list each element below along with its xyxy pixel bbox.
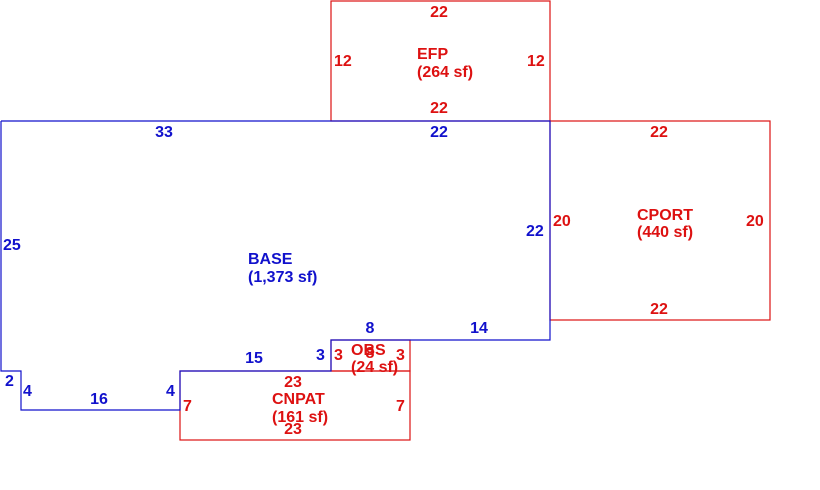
base-bottom-dim: 16 (90, 391, 108, 408)
base-step-left-dim: 15 (245, 350, 263, 367)
cnpat-top-dim: 23 (284, 374, 302, 391)
cnpat-name: CNPAT (272, 391, 325, 408)
base-step-right-dim: 14 (470, 320, 488, 337)
base-notch-side-dim: 3 (316, 347, 325, 364)
cport-area: (440 sf) (637, 224, 693, 241)
efp-right-dim: 12 (527, 53, 545, 70)
cnpat-right-dim: 7 (396, 398, 405, 415)
base-name: BASE (248, 251, 293, 268)
base-inner-side-dim: 4 (166, 383, 175, 400)
cnpat-left-dim: 7 (183, 398, 192, 415)
base-notch-top-dim: 8 (366, 320, 375, 337)
cnpat-bottom-dim: 23 (284, 421, 302, 438)
cport-top-dim: 22 (650, 124, 668, 141)
base-corner-b-dim: 4 (23, 383, 32, 400)
obs-name: OBS (351, 342, 386, 359)
cport-name: CPORT (637, 207, 693, 224)
efp-bottom-dim: 22 (430, 100, 448, 117)
base-top-left-dim: 33 (155, 124, 173, 141)
cport-bottom-dim: 22 (650, 301, 668, 318)
cport-left-dim: 20 (553, 213, 571, 230)
obs-top-dim: 8 (366, 345, 375, 362)
cnpat-area: (161 sf) (272, 409, 328, 426)
obs-right-dim: 3 (396, 347, 405, 364)
base-right-dim: 22 (526, 223, 544, 240)
base-left-dim: 25 (3, 237, 21, 254)
cport-right-dim: 20 (746, 213, 764, 230)
efp-area: (264 sf) (417, 64, 473, 81)
efp-left-dim: 12 (334, 53, 352, 70)
obs-left-dim: 3 (334, 347, 343, 364)
efp-top-dim: 22 (430, 4, 448, 21)
obs-area: (24 sf) (351, 359, 398, 376)
base-top-right-dim: 22 (430, 124, 448, 141)
base-outline (0, 120, 551, 411)
base-corner-a-dim: 2 (5, 373, 14, 390)
base-area: (1,373 sf) (248, 269, 317, 286)
efp-name: EFP (417, 46, 448, 63)
